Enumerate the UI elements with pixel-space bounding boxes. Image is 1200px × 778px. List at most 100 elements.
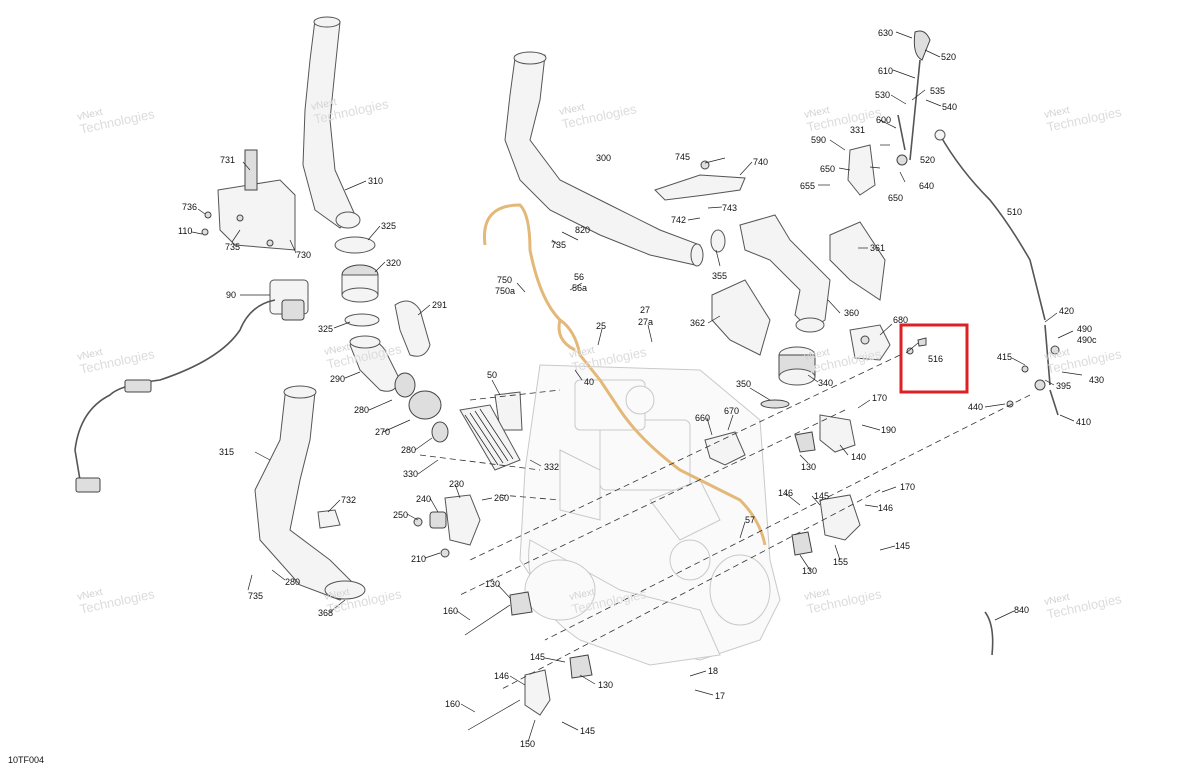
callout-516[interactable]: 516 bbox=[928, 354, 943, 364]
callout-735[interactable]: 735 bbox=[225, 242, 240, 252]
callout-430[interactable]: 430 bbox=[1089, 375, 1104, 385]
callout-640[interactable]: 640 bbox=[919, 181, 934, 191]
callout-362[interactable]: 362 bbox=[690, 318, 705, 328]
callout-325[interactable]: 325 bbox=[381, 221, 396, 231]
callout-350[interactable]: 350 bbox=[736, 379, 751, 389]
callout-660[interactable]: 660 bbox=[695, 413, 710, 423]
callout-368[interactable]: 368 bbox=[318, 608, 333, 618]
callout-146[interactable]: 146 bbox=[778, 488, 793, 498]
callout-146[interactable]: 146 bbox=[878, 503, 893, 513]
callout-57[interactable]: 57 bbox=[745, 515, 755, 525]
callout-440[interactable]: 440 bbox=[968, 402, 983, 412]
callout-160[interactable]: 160 bbox=[445, 699, 460, 709]
callout-260[interactable]: 260 bbox=[494, 493, 509, 503]
callout-145[interactable]: 145 bbox=[814, 491, 829, 501]
callout-290[interactable]: 290 bbox=[330, 374, 345, 384]
callout-130[interactable]: 130 bbox=[485, 579, 500, 589]
callout-27a[interactable]: 27a bbox=[638, 317, 653, 327]
callout-735[interactable]: 735 bbox=[551, 240, 566, 250]
callout-670[interactable]: 670 bbox=[724, 406, 739, 416]
callout-210[interactable]: 210 bbox=[411, 554, 426, 564]
callout-650[interactable]: 650 bbox=[888, 193, 903, 203]
callout-736[interactable]: 736 bbox=[182, 202, 197, 212]
callout-610[interactable]: 610 bbox=[878, 66, 893, 76]
callout-155[interactable]: 155 bbox=[833, 557, 848, 567]
callout-490[interactable]: 490 bbox=[1077, 324, 1092, 334]
callout-655[interactable]: 655 bbox=[800, 181, 815, 191]
callout-742[interactable]: 742 bbox=[671, 215, 686, 225]
callout-340[interactable]: 340 bbox=[818, 378, 833, 388]
callout-145[interactable]: 145 bbox=[895, 541, 910, 551]
part-516[interactable] bbox=[905, 337, 927, 355]
callout-395[interactable]: 395 bbox=[1056, 381, 1071, 391]
callout-332[interactable]: 332 bbox=[544, 462, 559, 472]
callout-735[interactable]: 735 bbox=[248, 591, 263, 601]
callout-520[interactable]: 520 bbox=[941, 52, 956, 62]
callout-650[interactable]: 650 bbox=[820, 164, 835, 174]
highlighted-part-box[interactable] bbox=[899, 323, 969, 394]
callout-750[interactable]: 750 bbox=[497, 275, 512, 285]
callout-280[interactable]: 280 bbox=[285, 577, 300, 587]
callout-820[interactable]: 820 bbox=[575, 225, 590, 235]
callout-415[interactable]: 415 bbox=[997, 352, 1012, 362]
callout-146[interactable]: 146 bbox=[494, 671, 509, 681]
callout-56a[interactable]: 56a bbox=[572, 283, 587, 293]
callout-130[interactable]: 130 bbox=[801, 462, 816, 472]
callout-745[interactable]: 745 bbox=[675, 152, 690, 162]
callout-17[interactable]: 17 bbox=[715, 691, 725, 701]
callout-750a[interactable]: 750a bbox=[495, 286, 515, 296]
callout-355[interactable]: 355 bbox=[712, 271, 727, 281]
callout-630[interactable]: 630 bbox=[878, 28, 893, 38]
callout-130[interactable]: 130 bbox=[598, 680, 613, 690]
callout-410[interactable]: 410 bbox=[1076, 417, 1091, 427]
callout-160[interactable]: 160 bbox=[443, 606, 458, 616]
callout-510[interactable]: 510 bbox=[1007, 207, 1022, 217]
callout-743[interactable]: 743 bbox=[722, 203, 737, 213]
callout-360[interactable]: 360 bbox=[844, 308, 859, 318]
callout-315[interactable]: 315 bbox=[219, 447, 234, 457]
callout-50[interactable]: 50 bbox=[487, 370, 497, 380]
callout-331[interactable]: 331 bbox=[850, 125, 865, 135]
callout-90[interactable]: 90 bbox=[226, 290, 236, 300]
callout-680[interactable]: 680 bbox=[893, 315, 908, 325]
callout-140[interactable]: 140 bbox=[851, 452, 866, 462]
callout-600[interactable]: 600 bbox=[876, 115, 891, 125]
callout-270[interactable]: 270 bbox=[375, 427, 390, 437]
callout-145[interactable]: 145 bbox=[530, 652, 545, 662]
callout-535[interactable]: 535 bbox=[930, 86, 945, 96]
callout-740[interactable]: 740 bbox=[753, 157, 768, 167]
callout-230[interactable]: 230 bbox=[449, 479, 464, 489]
callout-330[interactable]: 330 bbox=[403, 469, 418, 479]
callout-170[interactable]: 170 bbox=[900, 482, 915, 492]
callout-291[interactable]: 291 bbox=[432, 300, 447, 310]
callout-490c[interactable]: 490c bbox=[1077, 335, 1097, 345]
callout-145[interactable]: 145 bbox=[580, 726, 595, 736]
callout-840[interactable]: 840 bbox=[1014, 605, 1029, 615]
callout-325[interactable]: 325 bbox=[318, 324, 333, 334]
callout-190[interactable]: 190 bbox=[881, 425, 896, 435]
callout-280[interactable]: 280 bbox=[354, 405, 369, 415]
callout-27[interactable]: 27 bbox=[640, 305, 650, 315]
callout-280[interactable]: 280 bbox=[401, 445, 416, 455]
callout-361[interactable]: 361 bbox=[870, 243, 885, 253]
callout-110[interactable]: 110 bbox=[178, 226, 192, 236]
callout-320[interactable]: 320 bbox=[386, 258, 401, 268]
callout-530[interactable]: 530 bbox=[875, 90, 890, 100]
callout-310[interactable]: 310 bbox=[368, 176, 383, 186]
callout-240[interactable]: 240 bbox=[416, 494, 431, 504]
callout-590[interactable]: 590 bbox=[811, 135, 826, 145]
callout-40[interactable]: 40 bbox=[584, 377, 594, 387]
callout-540[interactable]: 540 bbox=[942, 102, 957, 112]
callout-130[interactable]: 130 bbox=[802, 566, 817, 576]
callout-18[interactable]: 18 bbox=[708, 666, 718, 676]
callout-56[interactable]: 56 bbox=[574, 272, 584, 282]
callout-250[interactable]: 250 bbox=[393, 510, 408, 520]
callout-170[interactable]: 170 bbox=[872, 393, 887, 403]
callout-730[interactable]: 730 bbox=[296, 250, 311, 260]
callout-731[interactable]: 731 bbox=[220, 155, 235, 165]
callout-732[interactable]: 732 bbox=[341, 495, 356, 505]
callout-300[interactable]: 300 bbox=[596, 153, 611, 163]
callout-25[interactable]: 25 bbox=[596, 321, 606, 331]
callout-150[interactable]: 150 bbox=[520, 739, 535, 749]
callout-520[interactable]: 520 bbox=[920, 155, 935, 165]
